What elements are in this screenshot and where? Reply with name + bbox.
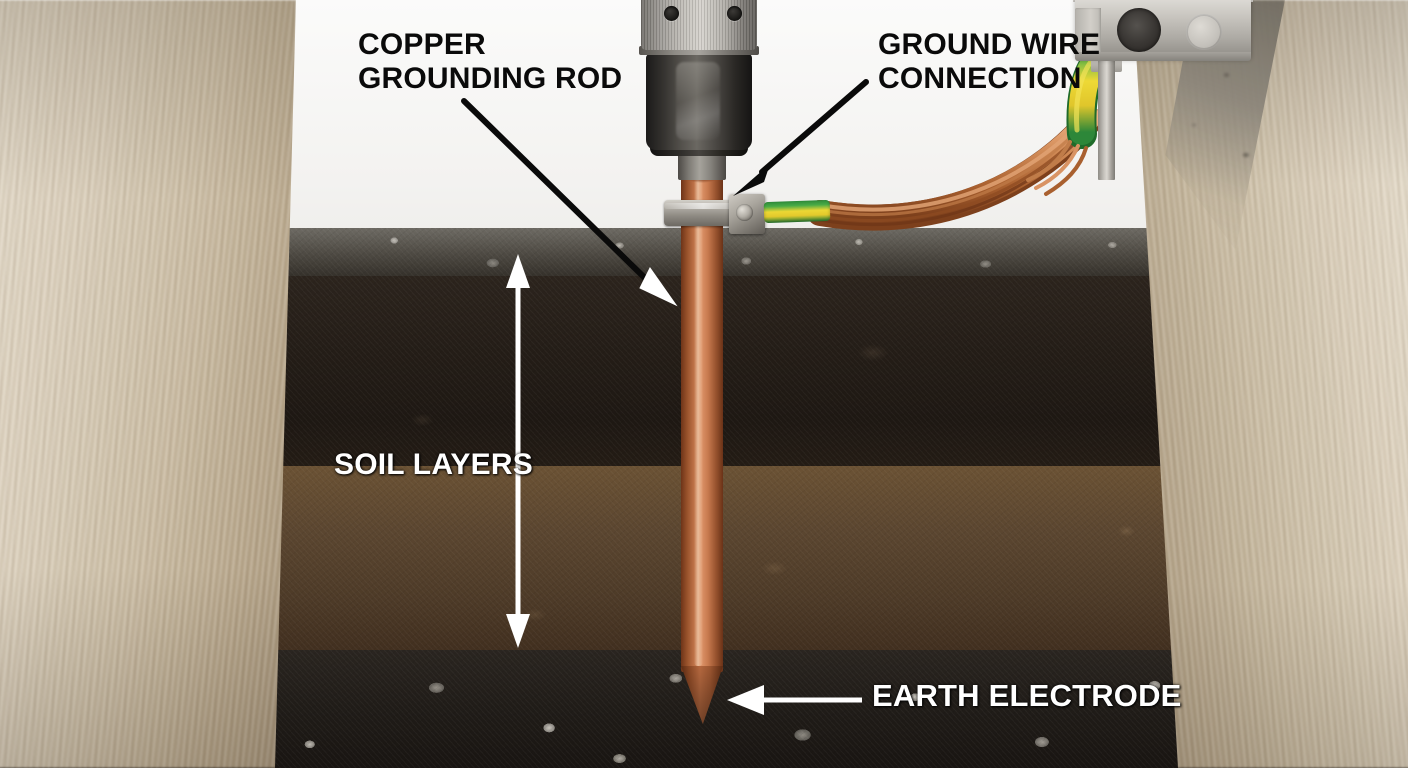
drive-collar-highlight [676, 62, 720, 140]
cable-grommet-icon [1117, 8, 1161, 52]
chuck-key-hole-icon [727, 6, 742, 21]
clamp-band-highlight [664, 203, 742, 209]
rod-highlight [694, 176, 703, 666]
chuck-key-hole-icon [664, 6, 679, 21]
chuck-rim [639, 46, 759, 55]
knockout-plug-icon [1186, 14, 1222, 50]
ground-wire-sleeve-at-clamp [763, 199, 831, 224]
label-earth-electrode: EARTH ELECTRODE [872, 678, 1182, 713]
label-soil-layers: SOIL LAYERS [334, 448, 533, 481]
trench-wall-left [0, 0, 296, 768]
trench-wall-left-shading [0, 0, 296, 768]
clamp-bolt-icon [736, 204, 753, 221]
label-ground-wire-connection: GROUND WIRE CONNECTION [878, 28, 1101, 95]
junction-box-side-panel [1075, 8, 1101, 54]
junction-box-flange [1075, 52, 1251, 61]
label-copper-grounding-rod: COPPER GROUNDING ROD [358, 28, 623, 95]
junction-box [1075, 0, 1251, 58]
mounting-post [1098, 58, 1115, 180]
drive-collar [646, 54, 752, 150]
